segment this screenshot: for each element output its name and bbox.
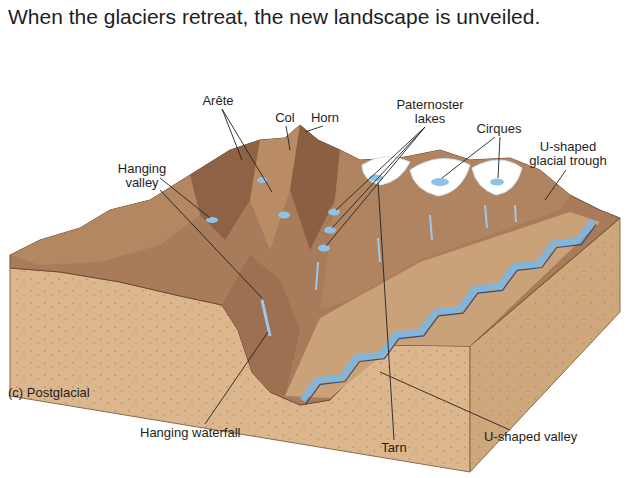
leader-line xyxy=(222,109,272,192)
cirque-lake xyxy=(490,179,504,186)
slope-stream xyxy=(378,238,380,262)
feature-label: Hanging waterfall xyxy=(140,426,270,440)
small-lake xyxy=(257,177,267,183)
feature-label: Col xyxy=(270,111,300,125)
slope-stream xyxy=(430,215,432,240)
small-lake xyxy=(206,217,218,223)
paternoster-lake xyxy=(328,209,340,216)
feature-label: Arête xyxy=(196,94,240,108)
valley-floor xyxy=(285,212,600,398)
terrain-surface xyxy=(10,125,620,405)
paternoster-lake xyxy=(324,227,336,234)
leader-lines xyxy=(160,109,566,440)
panel-label: (c) Postglacial xyxy=(8,386,138,400)
slope-stream xyxy=(485,205,487,228)
leader-line xyxy=(336,127,425,210)
leader-line xyxy=(332,127,425,228)
leader-line xyxy=(498,137,500,178)
paternoster-lake xyxy=(318,245,330,252)
slope-stream xyxy=(515,205,516,222)
leader-line xyxy=(222,109,242,160)
leader-line xyxy=(326,127,425,246)
leader-line xyxy=(442,137,495,178)
leader-line xyxy=(380,372,510,430)
cirque-lake xyxy=(431,178,449,186)
small-lake xyxy=(278,212,290,219)
shaded-slope xyxy=(10,175,200,265)
shaded-slope xyxy=(290,125,340,250)
leader-line xyxy=(545,170,566,200)
river xyxy=(303,221,594,401)
leader-line xyxy=(305,126,323,132)
cirque-snow xyxy=(362,157,410,185)
slope-stream xyxy=(316,262,318,290)
feature-label: U-shaped valley xyxy=(484,430,614,444)
diagram-title: When the glaciers retreat, the new lands… xyxy=(8,6,633,28)
feature-label: U-shaped glacial trough xyxy=(522,140,614,167)
leader-line xyxy=(286,126,290,150)
feature-label: Horn xyxy=(304,111,346,125)
leader-line xyxy=(205,332,268,424)
feature-label: Tarn xyxy=(374,441,414,455)
trough-wall xyxy=(222,255,300,396)
leader-line xyxy=(160,190,262,298)
feature-label: Paternoster lakes xyxy=(388,98,472,125)
river-bank xyxy=(306,225,597,405)
hanging-waterfall xyxy=(262,300,270,336)
cirque-snow xyxy=(410,159,470,196)
cirque-snow xyxy=(472,160,522,195)
feature-label: Cirques xyxy=(470,122,528,136)
feature-label: Hanging valley xyxy=(110,162,174,189)
leader-line xyxy=(378,182,394,440)
